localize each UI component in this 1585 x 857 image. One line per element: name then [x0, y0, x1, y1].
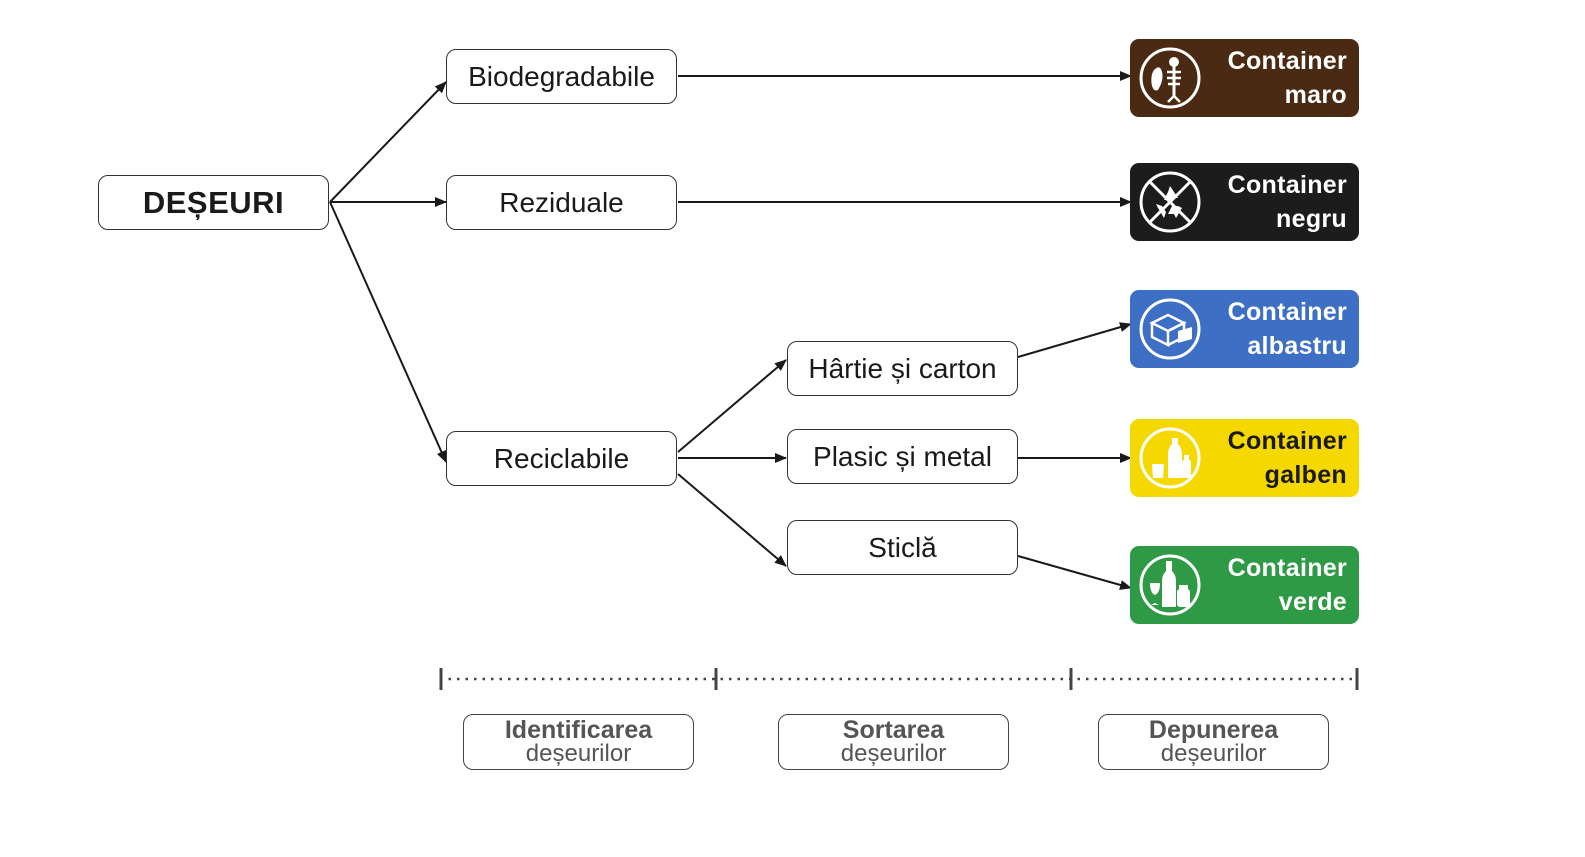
category-node-reciclabile: Reciclabile [446, 431, 677, 486]
stage-identificarea: Identificarea deșeurilor [463, 714, 694, 770]
root-node-deseuri: DEȘEURI [98, 175, 329, 230]
biodegradable-icon [1138, 46, 1202, 110]
stage-sortarea: Sortarea deșeurilor [778, 714, 1009, 770]
glass-bottles-icon [1138, 553, 1202, 617]
arrow-root-to-biodegradabile [329, 81, 447, 203]
stage-subtitle: deșeurilor [840, 740, 947, 767]
container-label-line2: negru [1276, 205, 1347, 233]
container-label-line1: Container [1227, 298, 1347, 326]
stage-title: Identificarea [504, 716, 653, 744]
plastic-bottles-icon [1138, 426, 1202, 490]
stage-timeline [439, 668, 1359, 690]
arrow-reciclabile-to-hartie [677, 359, 787, 453]
container-label-line2: galben [1264, 461, 1347, 489]
container-galben: Container galben [1130, 419, 1359, 497]
category-node-reziduale: Reziduale [446, 175, 677, 230]
container-verde: Container verde [1130, 546, 1359, 624]
subcategory-node-hartie-carton: Hârtie și carton [787, 341, 1018, 396]
stage-subtitle: deșeurilor [525, 740, 632, 767]
container-label-line1: Container [1227, 554, 1347, 582]
paper-boxes-icon [1138, 297, 1202, 361]
stage-depunerea: Depunerea deșeurilor [1098, 714, 1329, 770]
category-node-biodegradabile: Biodegradabile [446, 49, 677, 104]
arrow-reciclabile-to-sticla [677, 473, 787, 567]
container-label-line2: verde [1278, 588, 1347, 616]
container-maro: Container maro [1130, 39, 1359, 117]
container-label-line2: maro [1284, 81, 1347, 109]
subcategory-node-plastic-metal: Plasic și metal [787, 429, 1018, 484]
container-label-line1: Container [1227, 171, 1347, 199]
stage-title: Depunerea [1148, 716, 1279, 744]
arrow-hartie-to-albastru [1017, 322, 1132, 358]
subcategory-node-sticla: Sticlă [787, 520, 1018, 575]
no-recycle-icon [1138, 170, 1202, 234]
stage-subtitle: deșeurilor [1160, 740, 1267, 767]
container-albastru: Container albastru [1130, 290, 1359, 368]
container-label-line1: Container [1227, 427, 1347, 455]
arrow-root-to-reciclabile [329, 201, 447, 463]
stage-title: Sortarea [842, 716, 945, 744]
container-label-line1: Container [1227, 47, 1347, 75]
arrow-sticla-to-verde [1017, 555, 1132, 590]
container-negru: Container negru [1130, 163, 1359, 241]
container-label-line2: albastru [1247, 332, 1347, 360]
